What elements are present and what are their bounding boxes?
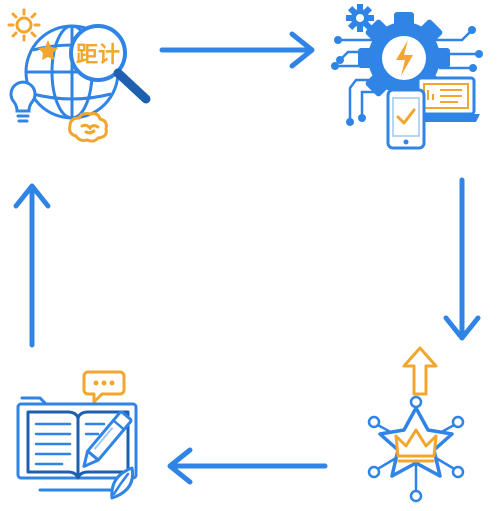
arrow-right — [159, 31, 315, 69]
book-pen-notes-icon — [16, 370, 138, 500]
arrow-left — [167, 447, 328, 485]
arrow-up — [13, 183, 51, 348]
gear-devices-technology-icon — [331, 4, 483, 150]
star-crown-upgrade-icon — [367, 346, 465, 503]
arrow-down — [443, 177, 481, 341]
globe-label: 距计 — [76, 43, 120, 68]
globe-magnifier-research-icon: 距计 — [7, 8, 151, 143]
